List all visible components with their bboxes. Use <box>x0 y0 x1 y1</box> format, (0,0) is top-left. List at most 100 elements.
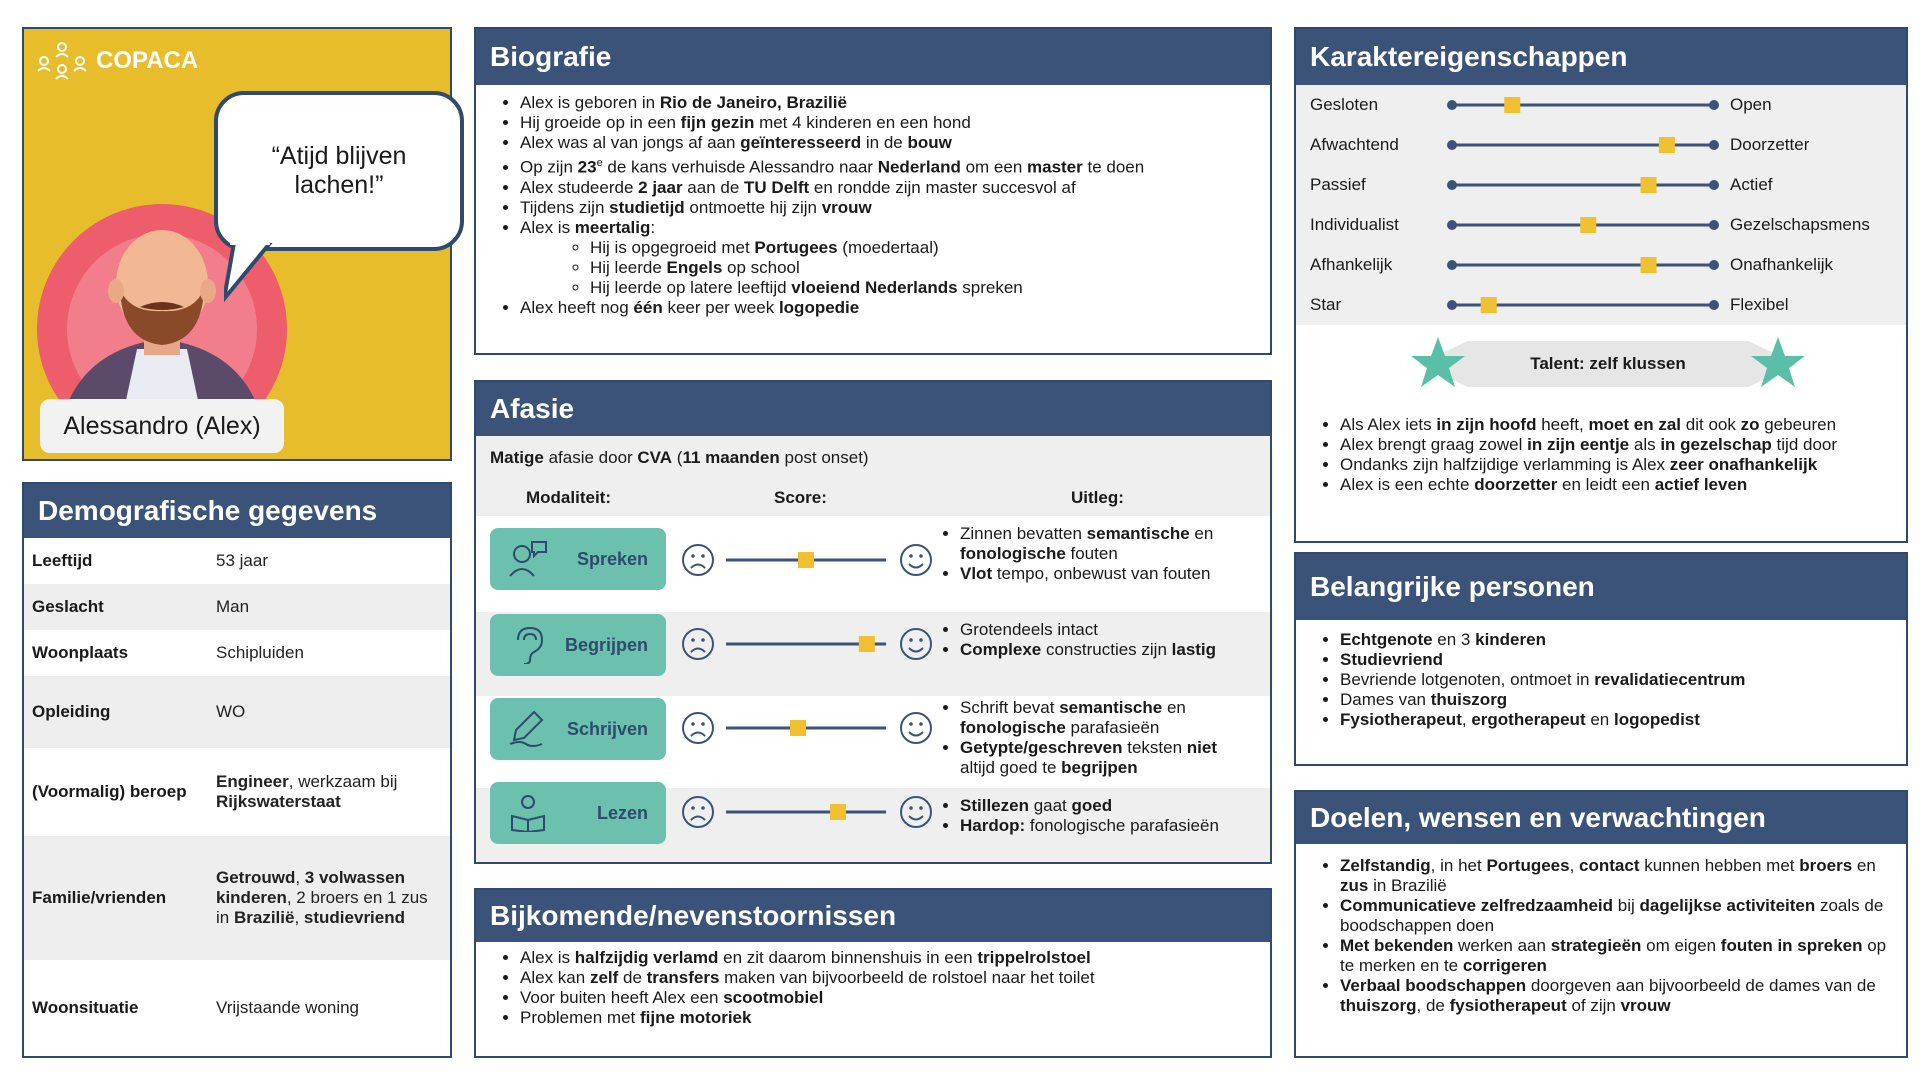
demographics-title: Demografische gegevens <box>24 484 450 538</box>
trait-left-label: Individualist <box>1310 215 1399 234</box>
trait-row: Gesloten Open <box>1310 93 1900 117</box>
ear-icon <box>517 626 544 664</box>
trait-right-label: Open <box>1730 95 1772 114</box>
trait-row: Passief Actief <box>1310 173 1900 197</box>
star-icon <box>1411 337 1465 387</box>
trait-right-label: Actief <box>1730 175 1773 194</box>
col-uitleg: Uitleg: <box>1071 488 1124 507</box>
karakter-title: Karaktereigenschappen <box>1296 29 1906 85</box>
list-item: Op zijn 23e de kans verhuisde Alessandro… <box>520 153 1256 178</box>
trait-left-label: Gesloten <box>1310 95 1379 114</box>
list-item: Fysiotherapeut, ergotherapeut en logoped… <box>1340 710 1892 730</box>
doelen-list: Zelfstandig, in het Portugees, contact k… <box>1310 856 1896 1016</box>
uitleg-spreken: Zinnen bevatten semantische en fonologis… <box>934 524 1254 584</box>
list-item: Studievriend <box>1340 650 1892 670</box>
list-item: Alex studeerde 2 jaar aan de TU Delft en… <box>520 178 1256 198</box>
list-item: Dames van thuiszorg <box>1340 690 1892 710</box>
slider-end-dot <box>1447 260 1457 270</box>
afasie-intro: Matige afasie door CVA (11 maanden post … <box>490 448 869 467</box>
slider-end-dot <box>1709 100 1719 110</box>
slider-end-dot <box>1447 100 1457 110</box>
bijkomende-title: Bijkomende/nevenstoornissen <box>476 890 1270 942</box>
trait-left-label: Afhankelijk <box>1310 255 1393 274</box>
trait-row: Individualist Gezelschapsmens <box>1310 213 1900 237</box>
profile-card: COPACA “Atijd blijven lachen!” Alessandr… <box>22 27 464 461</box>
demo-row-education: Opleiding WO <box>24 676 450 748</box>
list-item: Verbaal boodschappen doorgeven aan bijvo… <box>1340 976 1896 1016</box>
personen-title: Belangrijke personen <box>1296 554 1906 620</box>
trait-right-label: Gezelschapsmens <box>1730 215 1870 234</box>
modality-lezen: Lezen <box>490 782 666 844</box>
trait-marker <box>1640 177 1657 193</box>
list-item: Alex is geboren in Rio de Janeiro, Brazi… <box>520 93 1256 113</box>
slider-end-dot <box>1709 140 1719 150</box>
uitleg-schrijven: Schrift bevat semantische en fonologisch… <box>934 698 1254 778</box>
list-item: Bevriende lotgenoten, ontmoet in revalid… <box>1340 670 1892 690</box>
personen-panel: Belangrijke personen Echtgenote en 3 kin… <box>1294 552 1908 766</box>
trait-right-label: Doorzetter <box>1730 135 1810 154</box>
afasie-title: Afasie <box>476 382 1270 436</box>
list-item: Schrift bevat semantische en fonologisch… <box>960 698 1254 738</box>
trait-right-label: Flexibel <box>1730 295 1789 314</box>
trait-left-label: Afwachtend <box>1310 135 1399 154</box>
trait-marker <box>1658 137 1675 153</box>
trait-slider <box>1447 217 1719 233</box>
star-icon <box>1751 337 1805 387</box>
list-item: Alex brengt graag zowel in zijn eentje a… <box>1340 435 1896 455</box>
speaking-head-icon <box>509 541 547 577</box>
slider-end-dot <box>1709 180 1719 190</box>
list-item: Alex is halfzijdig verlamd en zit daarom… <box>520 948 1256 968</box>
score-marker <box>830 804 846 820</box>
list-item: Tijdens zijn studietijd ontmoette hij zi… <box>520 198 1256 218</box>
slider-end-dot <box>1447 140 1457 150</box>
persona-name: Alessandro (Alex) <box>40 399 284 453</box>
sad-face-icon <box>682 796 714 828</box>
list-item: Complexe constructies zijn lastig <box>960 640 1254 660</box>
slider-end-dot <box>1447 300 1457 310</box>
talent-banner <box>1411 337 1805 387</box>
list-item: Als Alex iets in zijn hoofd heeft, moet … <box>1340 415 1896 435</box>
reading-person-icon <box>511 795 545 832</box>
demo-row-age: Leeftijd 53 jaar <box>32 551 268 570</box>
trait-marker <box>1504 97 1521 113</box>
list-item: Zinnen bevatten semantische en fonologis… <box>960 524 1254 564</box>
list-item: Alex heeft nog één keer per week logoped… <box>520 298 1256 318</box>
demo-row-residence: Woonplaats Schipluiden <box>32 643 304 662</box>
modality-spreken: Spreken <box>490 528 666 590</box>
happy-face-icon <box>900 712 932 744</box>
logo-text: COPACA <box>96 47 199 74</box>
demo-row-profession: (Voormalig) beroep Engineer, werkzaam bi… <box>32 772 398 811</box>
doelen-title: Doelen, wensen en verwachtingen <box>1296 792 1906 844</box>
biografie-title: Biografie <box>476 29 1270 85</box>
trait-marker <box>1480 297 1497 313</box>
personen-list: Echtgenote en 3 kinderen Studievriend Be… <box>1296 554 1906 730</box>
trait-marker <box>1580 217 1597 233</box>
score-scales <box>682 544 932 828</box>
trait-slider <box>1447 137 1719 153</box>
afasie-panel: Afasie Matige afasie door CVA (11 maande… <box>474 380 1272 864</box>
trait-row: Afhankelijk Onafhankelijk <box>1310 253 1900 277</box>
score-marker <box>790 720 806 736</box>
trait-right-label: Onafhankelijk <box>1730 255 1834 274</box>
list-item: Echtgenote en 3 kinderen <box>1340 630 1892 650</box>
list-item: Alex is een echte doorzetter en leidt ee… <box>1340 475 1896 495</box>
talent-label: Talent: zelf klussen <box>1530 354 1686 373</box>
happy-face-icon <box>900 628 932 660</box>
list-item: Grotendeels intact <box>960 620 1254 640</box>
list-item: Hij leerde Engels op school <box>590 258 1256 278</box>
modality-schrijven: Schrijven <box>490 698 666 760</box>
col-modaliteit: Modaliteit: <box>526 488 611 507</box>
happy-face-icon <box>900 796 932 828</box>
list-item: Vlot tempo, onbewust van fouten <box>960 564 1254 584</box>
quote-text: “Atijd blijven lachen!” <box>271 142 407 199</box>
sad-face-icon <box>682 628 714 660</box>
trait-left-label: Passief <box>1310 175 1366 194</box>
list-item: Alex was al van jongs af aan geïnteresse… <box>520 133 1256 153</box>
pencil-hand-icon <box>509 710 544 747</box>
list-item: Voor buiten heeft Alex een scootmobiel <box>520 988 1256 1008</box>
list-item: Hij leerde op latere leeftijd vloeiend N… <box>590 278 1256 298</box>
list-item: Hij groeide op in een fijn gezin met 4 k… <box>520 113 1256 133</box>
bubble-tail <box>224 243 273 303</box>
